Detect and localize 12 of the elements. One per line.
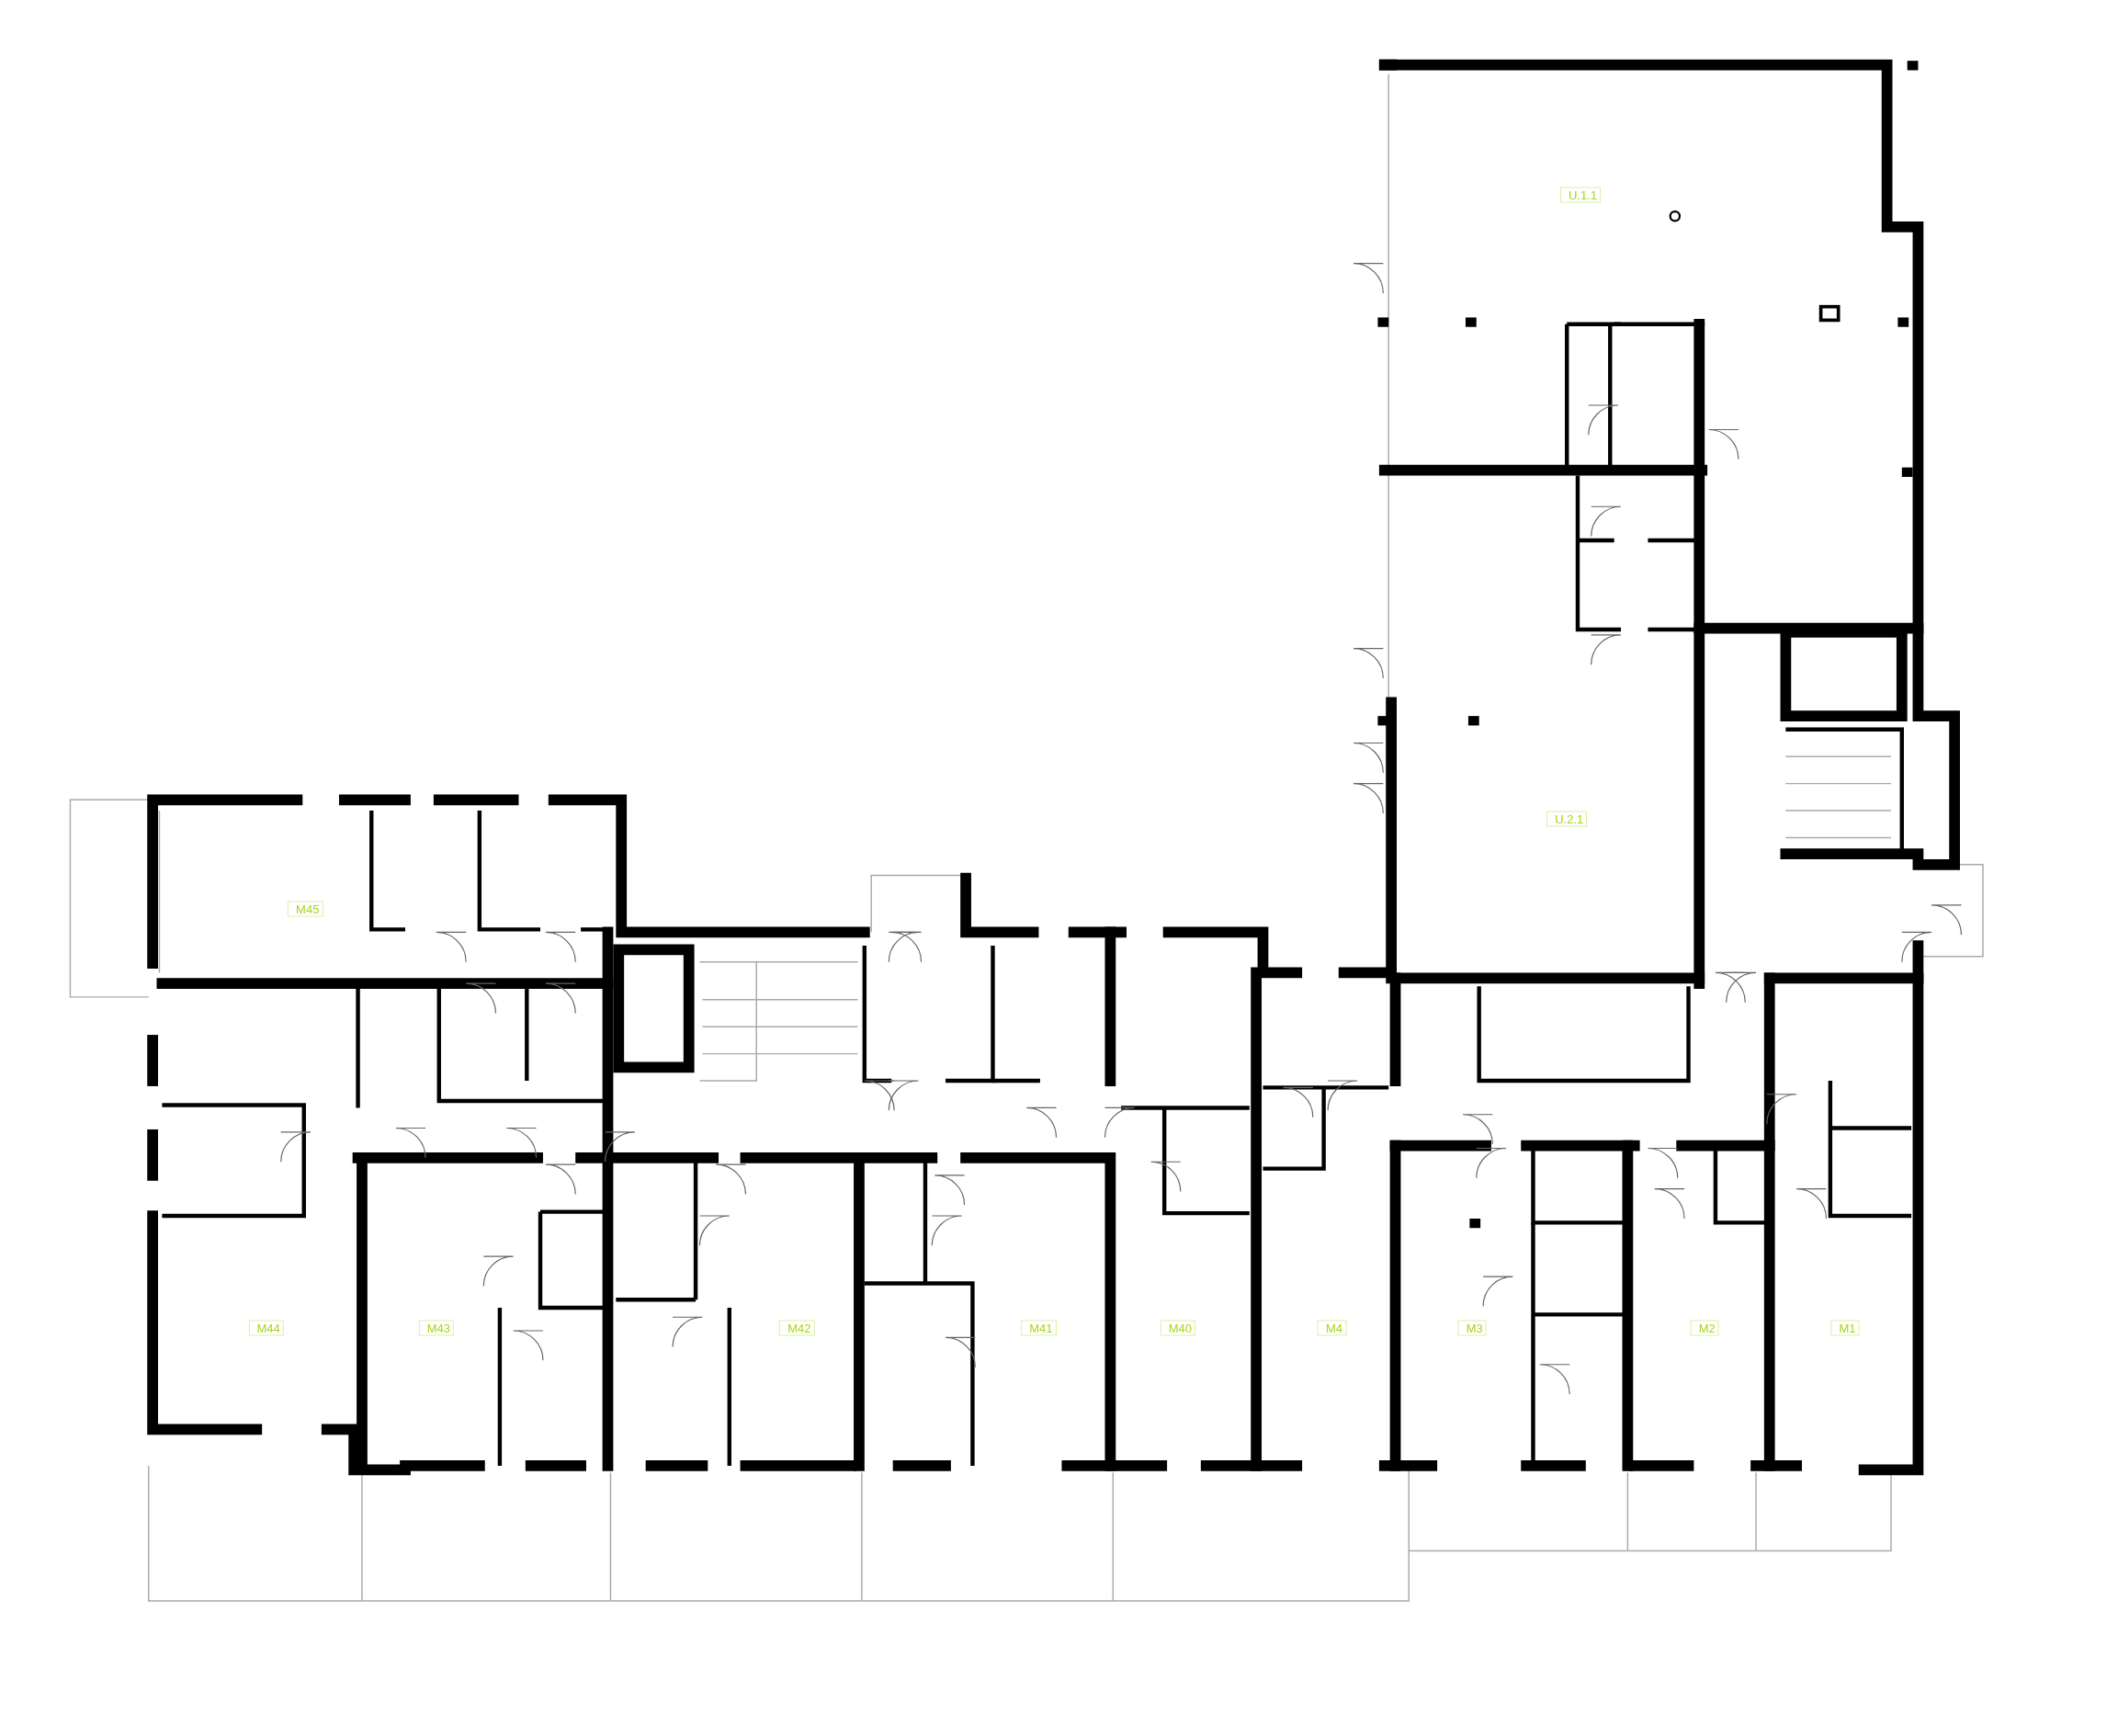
- room-label: M45: [288, 901, 323, 917]
- room-label: M1: [1830, 1320, 1860, 1336]
- room-label: M4: [1317, 1320, 1346, 1336]
- room-label: M2: [1690, 1320, 1719, 1336]
- room-label: U.2.1: [1546, 811, 1588, 827]
- room-label: U.1.1: [1559, 187, 1601, 203]
- room-label: M40: [1160, 1320, 1195, 1336]
- room-label: M42: [779, 1320, 815, 1336]
- room-label: M3: [1457, 1320, 1487, 1336]
- room-label: M44: [248, 1320, 284, 1336]
- room-label: M41: [1021, 1320, 1057, 1336]
- room-label: M43: [418, 1320, 454, 1336]
